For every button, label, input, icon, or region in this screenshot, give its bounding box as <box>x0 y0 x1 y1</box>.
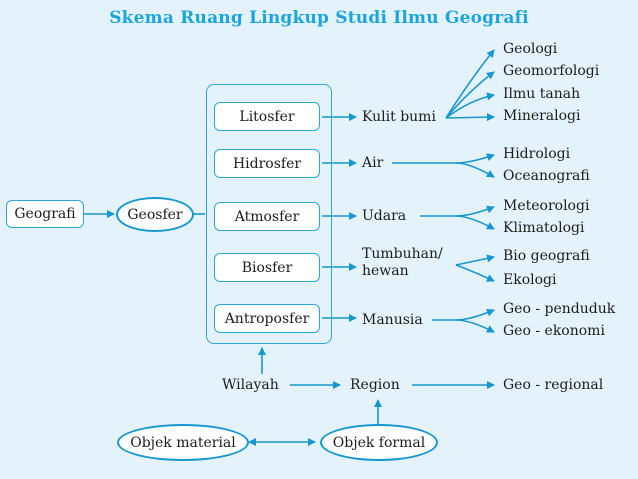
arrow-geologi <box>445 49 495 119</box>
field-meteorologi: Meteorologi <box>503 198 590 214</box>
field-oceanografi: Oceanografi <box>503 168 590 184</box>
objek-formal-label: Objek formal <box>332 434 426 451</box>
region-label: Region <box>350 377 400 393</box>
sphere-label: Biosfer <box>241 259 293 276</box>
geografi-label: Geografi <box>14 206 76 222</box>
sphere-box-hidrosfer: Hidrosfer <box>214 149 320 178</box>
field-ekologi: Ekologi <box>503 272 557 288</box>
sphere-label: Atmosfer <box>234 208 300 225</box>
arrow-geomorfologi <box>445 71 495 119</box>
arrow-ilmu-tanah <box>445 92 495 119</box>
objek-material-label: Objek material <box>130 434 236 451</box>
field-klimatologi: Klimatologi <box>503 220 585 236</box>
arrow-ekologi <box>455 264 495 282</box>
sphere-box-litosfer: Litosfer <box>214 102 320 131</box>
field-bio-geografi: Bio geografi <box>503 248 590 264</box>
arrow-hidrologi <box>392 153 495 164</box>
sphere-box-atmosfer: Atmosfer <box>214 202 320 231</box>
sphere-box-antroposfer: Antroposfer <box>214 304 320 333</box>
object-air: Air <box>362 155 384 171</box>
geo-regional-label: Geo - regional <box>503 377 604 393</box>
field-geologi: Geologi <box>503 41 558 57</box>
object-manusia: Manusia <box>362 312 423 328</box>
field-mineralogi: Mineralogi <box>503 108 581 124</box>
geosfer-label: Geosfer <box>127 206 183 223</box>
wilayah-label: Wilayah <box>222 377 279 393</box>
sphere-label: Antroposfer <box>224 310 310 327</box>
field-geomorfologi: Geomorfologi <box>503 63 600 79</box>
arrow-oceanografi <box>455 162 495 178</box>
geografi-box: Geografi <box>6 200 84 228</box>
sphere-label: Hidrosfer <box>232 155 302 172</box>
objek-formal-ellipse: Objek formal <box>320 424 438 461</box>
geosfer-ellipse: Geosfer <box>116 197 194 232</box>
arrow-mineralogi <box>445 113 495 122</box>
arrow-bio-geografi <box>455 254 495 266</box>
objek-material-ellipse: Objek material <box>117 424 249 461</box>
field-geo-penduduk: Geo - penduduk <box>503 301 616 317</box>
field-hidrologi: Hidrologi <box>503 146 571 162</box>
arrow-geo-penduduk <box>432 308 495 321</box>
arrow-klimatologi <box>455 215 495 230</box>
field-geo-ekonomi: Geo - ekonomi <box>503 323 605 339</box>
arrow-geo-ekonomi <box>455 319 495 333</box>
field-ilmu-tanah: Ilmu tanah <box>503 86 581 102</box>
sphere-label: Litosfer <box>239 108 295 125</box>
object-udara: Udara <box>362 208 407 224</box>
sphere-panel <box>206 84 332 344</box>
diagram-title: Skema Ruang Lingkup Studi Ilmu Geografi <box>109 8 529 28</box>
object-kulit-bumi: Kulit bumi <box>362 109 436 125</box>
arrow-meteorologi <box>420 205 495 217</box>
object-tumbuhan-hewan: Tumbuhan/ hewan <box>362 246 443 279</box>
sphere-box-biosfer: Biosfer <box>214 253 320 282</box>
